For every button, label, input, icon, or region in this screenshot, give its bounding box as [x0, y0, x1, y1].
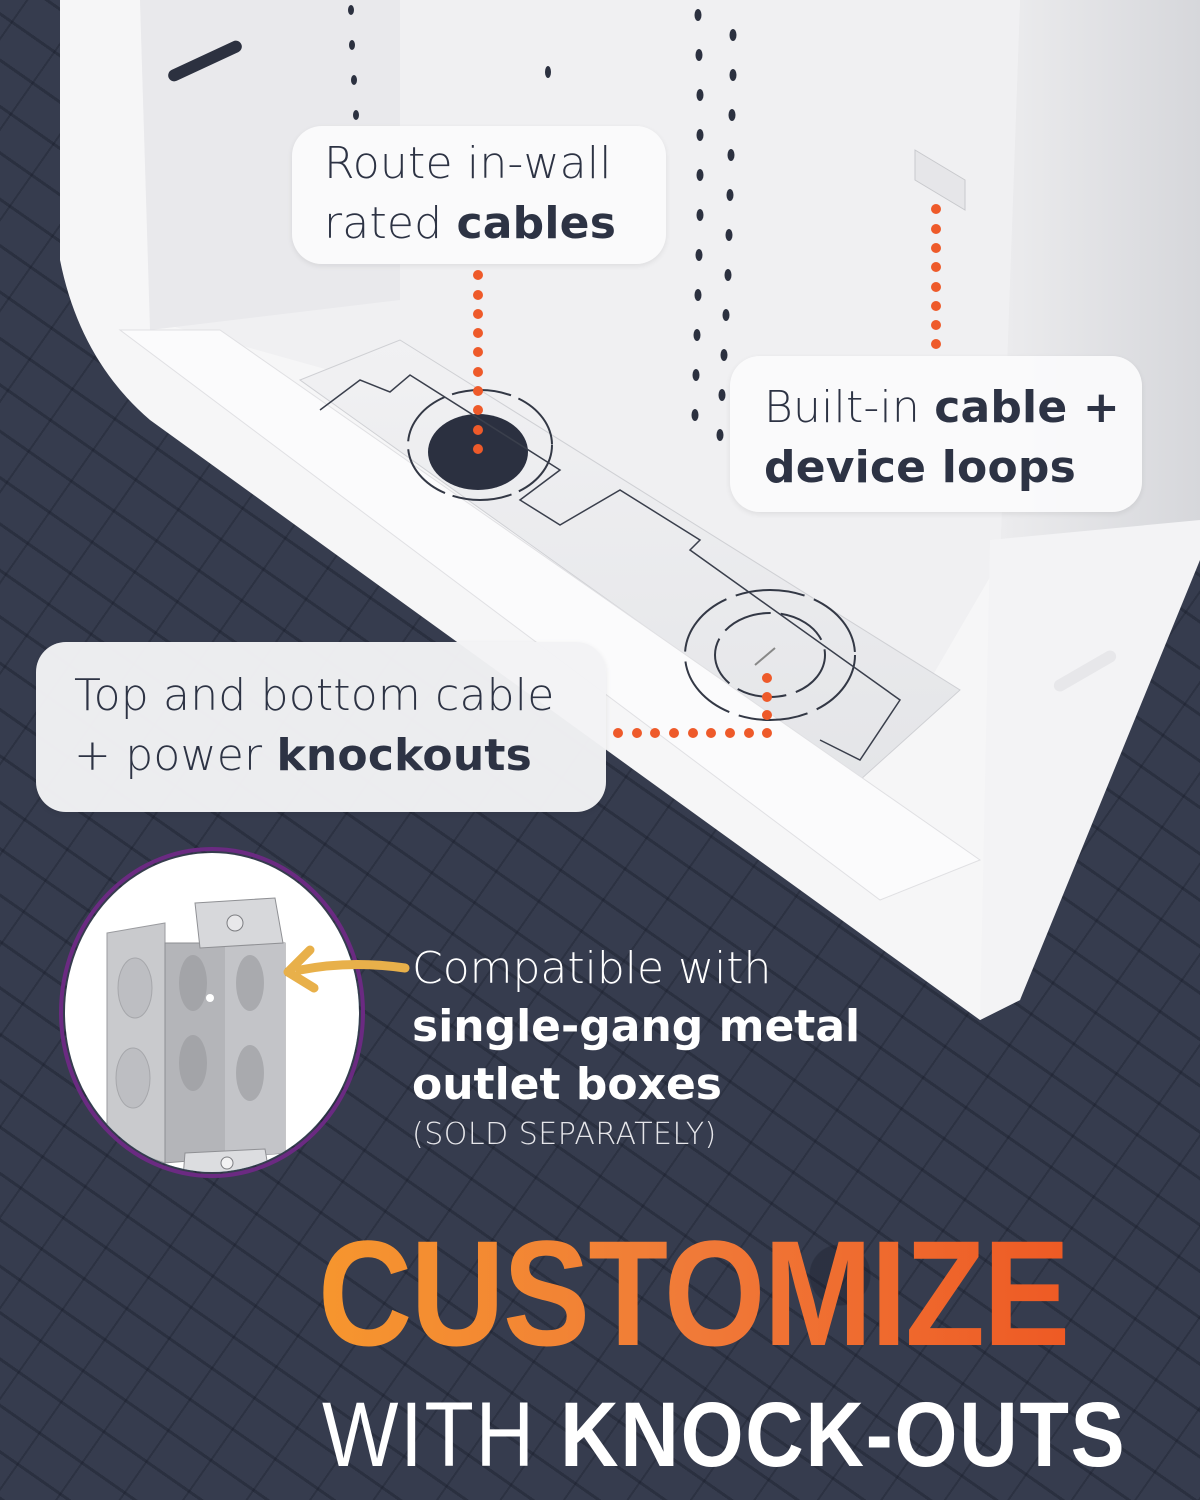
compat-line1: Compatible with — [412, 943, 772, 994]
callout-loops-line2: device loops — [764, 438, 1142, 498]
callout-route-line2-bold: cables — [456, 198, 617, 249]
metal-outlet-box-icon — [106, 897, 286, 1172]
callout-knock-line1: Top and bottom cable — [74, 670, 555, 721]
callout-loops-line1: Built-in cable + — [764, 378, 1142, 438]
subheadline: WITH KNOCK-OUTS — [322, 1385, 1126, 1485]
compatibility-text: Compatible with single-gang metal outlet… — [412, 940, 860, 1156]
callout-route-line2-light: rated — [324, 198, 457, 249]
callout-knock-line2-bold: knockouts — [276, 730, 532, 781]
callout-route-line1: Route in-wall — [324, 138, 612, 189]
callout-loops-line1-light: Built-in — [764, 382, 935, 433]
subheadline-bold: KNOCK-OUTS — [560, 1384, 1127, 1486]
callout-knockouts: Top and bottom cable + power knockouts — [36, 642, 606, 812]
compat-note: (SOLD SEPARATELY) — [412, 1117, 717, 1152]
compat-line2: single-gang metal — [412, 1001, 861, 1052]
arrow-left-icon — [283, 945, 410, 993]
callout-route-cables: Route in-wall rated cables — [292, 126, 666, 264]
callout-loops-line2-bold: device loops — [764, 442, 1076, 493]
callout-route-line2: rated cables — [324, 194, 666, 254]
callout-loops-line1-bold: cable + — [934, 382, 1120, 433]
callout-device-loops: Built-in cable + device loops — [730, 356, 1142, 512]
headline-customize: CUSTOMIZE — [318, 1209, 1070, 1377]
outlet-box-image — [62, 850, 362, 1175]
callout-knock-line2: + power knockouts — [74, 726, 606, 786]
subheadline-light: WITH — [322, 1384, 561, 1486]
callout-knock-line2-light: + power — [74, 730, 277, 781]
compat-line3: outlet boxes — [412, 1059, 722, 1110]
